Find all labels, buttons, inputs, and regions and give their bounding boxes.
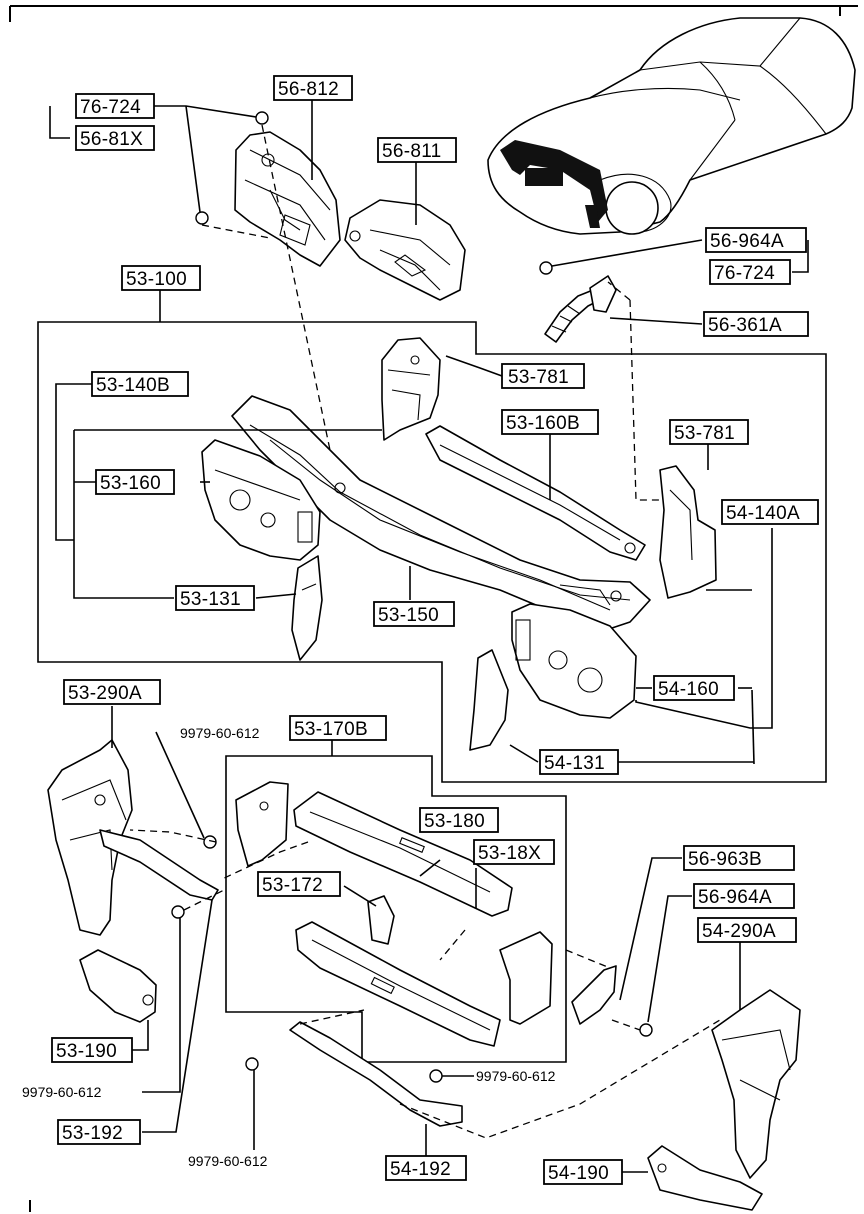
callout-53-18X: 53-18X <box>473 839 555 865</box>
label-53-160B: 53-160B <box>506 413 580 434</box>
label-54-140A: 54-140A <box>726 503 800 524</box>
part-53-172 <box>367 895 395 945</box>
callout-56-963B: 56-963B <box>683 845 795 871</box>
label-76-724-right: 76-724 <box>714 263 775 284</box>
callout-56-964A-top: 56-964A <box>705 227 807 253</box>
part-54-131 <box>469 649 509 751</box>
clip-76-724-a <box>255 111 269 125</box>
label-56-812: 56-812 <box>278 79 339 100</box>
bolt-label-c: 9979-60-612 <box>188 1153 268 1169</box>
label-53-100: 53-100 <box>126 269 187 290</box>
callout-53-170B: 53-170B <box>289 715 387 741</box>
callout-53-150: 53-150 <box>373 601 455 627</box>
label-54-160: 54-160 <box>658 679 719 700</box>
leader-lines <box>49 98 809 1173</box>
label-53-140B: 53-140B <box>96 375 170 396</box>
part-56-811 <box>344 199 466 301</box>
callout-54-140A: 54-140A <box>721 499 819 525</box>
label-56-361A: 56-361A <box>708 315 782 336</box>
part-54-192 <box>289 1021 463 1127</box>
callout-54-290A: 54-290A <box>697 917 797 943</box>
part-53-160B <box>425 425 646 561</box>
part-53-180 <box>293 791 513 917</box>
callout-56-811: 56-811 <box>377 137 457 163</box>
callout-76-724-top: 76-724 <box>75 93 155 119</box>
bolt-label-a: 9979-60-612 <box>180 725 260 741</box>
callout-53-781-a: 53-781 <box>501 363 585 389</box>
bolt-9979-60-612-b <box>171 905 185 919</box>
clip-56-964A-lower <box>639 1023 653 1037</box>
callout-53-190: 53-190 <box>51 1037 133 1063</box>
dash-lines <box>129 124 721 1139</box>
group-frame-53-100 <box>37 290 827 783</box>
label-53-160: 53-160 <box>100 473 161 494</box>
label-56-964A: 56-964A <box>710 231 784 252</box>
part-53-190 <box>79 949 157 1023</box>
callout-53-160B: 53-160B <box>501 409 599 435</box>
part-54-190 <box>647 1145 763 1211</box>
part-54-160 <box>511 603 637 719</box>
callout-76-724-right: 76-724 <box>709 259 791 285</box>
callout-54-131: 54-131 <box>539 749 619 775</box>
callout-56-81X: 56-81X <box>75 125 155 151</box>
part-56-361A <box>539 261 617 343</box>
label-53-781-b: 53-781 <box>674 423 735 444</box>
bolt-label-d: 9979-60-612 <box>476 1068 556 1084</box>
part-lower-bar <box>295 921 501 1047</box>
label-53-170B: 53-170B <box>294 719 368 740</box>
callout-53-100: 53-100 <box>121 265 201 291</box>
label-54-290A: 54-290A <box>702 921 776 942</box>
label-56-811: 56-811 <box>382 141 442 162</box>
label-53-172: 53-172 <box>262 875 323 896</box>
label-76-724: 76-724 <box>80 97 141 118</box>
bolt-9979-60-612-c <box>245 1057 259 1071</box>
part-56-963B <box>571 965 617 1025</box>
label-53-190: 53-190 <box>56 1041 117 1062</box>
label-54-192: 54-192 <box>390 1159 451 1180</box>
part-53-290A <box>47 739 219 936</box>
callout-53-192: 53-192 <box>57 1119 141 1145</box>
label-54-190: 54-190 <box>548 1163 609 1184</box>
part-53-140B <box>381 337 441 441</box>
label-53-150: 53-150 <box>378 605 439 626</box>
callout-53-180: 53-180 <box>419 807 499 833</box>
callout-53-131: 53-131 <box>175 585 255 611</box>
callout-53-160: 53-160 <box>95 469 175 495</box>
part-53-150 <box>231 395 651 633</box>
label-56-963B: 56-963B <box>688 849 762 870</box>
bolt-9979-60-612-d <box>429 1069 443 1083</box>
label-56-81X: 56-81X <box>80 129 143 150</box>
part-54-140A <box>659 465 717 599</box>
label-53-192: 53-192 <box>62 1123 123 1144</box>
callout-56-812: 56-812 <box>273 75 353 101</box>
callout-56-964A-low: 56-964A <box>693 883 795 909</box>
label-53-131: 53-131 <box>180 589 241 610</box>
part-53-172-left-bracket <box>235 781 289 867</box>
callout-53-140B: 53-140B <box>91 371 189 397</box>
label-54-131: 54-131 <box>544 753 605 774</box>
callout-53-290A: 53-290A <box>63 679 161 705</box>
label-53-180: 53-180 <box>424 811 485 832</box>
part-right-bracket <box>499 931 553 1025</box>
label-53-781: 53-781 <box>508 367 569 388</box>
part-54-290A <box>711 989 801 1179</box>
vehicle-reference-illustration <box>487 17 856 235</box>
label-56-964A-low: 56-964A <box>698 887 772 908</box>
label-53-290A: 53-290A <box>68 683 142 704</box>
callout-54-192: 54-192 <box>385 1155 467 1181</box>
label-53-18X: 53-18X <box>478 843 541 864</box>
clip-76-724-b <box>195 211 209 225</box>
callout-56-361A: 56-361A <box>703 311 809 337</box>
callout-54-160: 54-160 <box>653 675 735 701</box>
part-53-160 <box>201 439 321 561</box>
callout-53-172: 53-172 <box>257 871 341 897</box>
part-53-131 <box>291 555 323 661</box>
callout-53-781-b: 53-781 <box>669 419 749 445</box>
callout-54-190: 54-190 <box>543 1159 623 1185</box>
bolt-label-b: 9979-60-612 <box>22 1084 102 1100</box>
